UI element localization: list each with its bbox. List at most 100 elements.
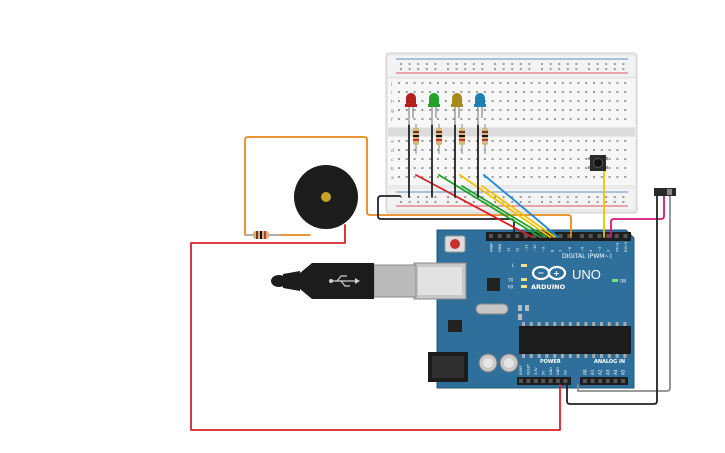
power-rail-hole[interactable]	[472, 201, 475, 203]
breadboard-hole[interactable]	[616, 100, 619, 102]
breadboard-hole[interactable]	[577, 149, 580, 151]
breadboard-hole[interactable]	[483, 176, 486, 178]
breadboard-hole[interactable]	[600, 176, 603, 178]
red-return-wire[interactable]	[190, 224, 561, 431]
power-rail-hole[interactable]	[549, 196, 552, 198]
breadboard-hole[interactable]	[585, 118, 588, 120]
breadboard-hole[interactable]	[522, 167, 525, 169]
breadboard-hole[interactable]	[616, 91, 619, 93]
power-rail-hole[interactable]	[400, 68, 402, 70]
breadboard-hole[interactable]	[429, 109, 432, 111]
power-rail-hole[interactable]	[408, 63, 411, 65]
breadboard-hole[interactable]	[561, 82, 564, 84]
breadboard-hole[interactable]	[405, 91, 408, 93]
breadboard-hole[interactable]	[452, 167, 455, 169]
breadboard-hole[interactable]	[561, 140, 564, 142]
breadboard-hole[interactable]	[452, 109, 455, 111]
breadboard-hole[interactable]	[624, 140, 627, 142]
power-rail-hole[interactable]	[455, 68, 458, 70]
breadboard-hole[interactable]	[421, 91, 424, 93]
breadboard-hole[interactable]	[476, 149, 478, 151]
breadboard-hole[interactable]	[468, 176, 471, 178]
breadboard-hole[interactable]	[608, 82, 611, 84]
breadboard-hole[interactable]	[452, 149, 455, 151]
breadboard-hole[interactable]	[413, 118, 416, 120]
breadboard-hole[interactable]	[624, 158, 627, 160]
breadboard-hole[interactable]	[530, 167, 533, 169]
power-rail-hole[interactable]	[575, 196, 578, 198]
breadboard-hole[interactable]	[577, 82, 580, 84]
breadboard-hole[interactable]	[593, 82, 595, 84]
breadboard-hole[interactable]	[491, 109, 494, 111]
breadboard-hole[interactable]	[452, 91, 455, 93]
breadboard-hole[interactable]	[585, 176, 588, 178]
power-pin-hole[interactable]	[548, 379, 553, 383]
breadboard-hole[interactable]	[507, 167, 510, 169]
power-rail-hole[interactable]	[566, 201, 569, 203]
power-rail-hole[interactable]	[400, 196, 402, 198]
breadboard-hole[interactable]	[538, 140, 541, 142]
breadboard-hole[interactable]	[460, 167, 463, 169]
breadboard-hole[interactable]	[421, 82, 424, 84]
breadboard-hole[interactable]	[546, 149, 549, 151]
digital-pin-hole[interactable]	[523, 234, 528, 238]
power-rail-hole[interactable]	[494, 63, 496, 65]
breadboard-hole[interactable]	[530, 82, 533, 84]
analog-pin-hole[interactable]	[598, 379, 603, 383]
breadboard-hole[interactable]	[530, 109, 533, 111]
breadboard-hole[interactable]	[444, 82, 447, 84]
breadboard-hole[interactable]	[624, 100, 627, 102]
breadboard-hole[interactable]	[616, 140, 619, 142]
gray-switch-wire[interactable]	[577, 195, 671, 392]
breadboard-hole[interactable]	[569, 140, 572, 142]
red-led-signal-wire[interactable]	[415, 174, 533, 238]
breadboard-hole[interactable]	[429, 158, 432, 160]
breadboard-hole[interactable]	[577, 118, 580, 120]
power-rail-hole[interactable]	[481, 196, 484, 198]
breadboard-hole[interactable]	[593, 176, 595, 178]
breadboard-hole[interactable]	[483, 82, 486, 84]
black-switch-wire[interactable]	[566, 195, 658, 405]
power-rail-hole[interactable]	[605, 68, 608, 70]
breadboard-hole[interactable]	[608, 158, 611, 160]
push-button[interactable]	[588, 155, 608, 171]
power-rail-hole[interactable]	[434, 196, 437, 198]
breadboard-hole[interactable]	[585, 149, 588, 151]
breadboard-hole[interactable]	[483, 118, 486, 120]
breadboard-hole[interactable]	[413, 158, 416, 160]
breadboard-hole[interactable]	[413, 82, 416, 84]
power-rail-hole[interactable]	[511, 63, 514, 65]
breadboard-hole[interactable]	[624, 109, 627, 111]
breadboard-hole[interactable]	[405, 118, 408, 120]
yellow-led-signal-wire[interactable]	[459, 174, 551, 238]
breadboard-hole[interactable]	[616, 176, 619, 178]
power-rail-hole[interactable]	[613, 68, 616, 70]
power-rail-hole[interactable]	[408, 201, 411, 203]
breadboard-hole[interactable]	[530, 176, 533, 178]
power-rail-hole[interactable]	[519, 201, 522, 203]
breadboard-hole[interactable]	[413, 176, 416, 178]
digital-pin-hole[interactable]	[497, 234, 502, 238]
breadboard-hole[interactable]	[530, 118, 533, 120]
breadboard-hole[interactable]	[600, 100, 603, 102]
breadboard-hole[interactable]	[437, 167, 439, 169]
breadboard-hole[interactable]	[577, 109, 580, 111]
breadboard-hole[interactable]	[499, 118, 502, 120]
breadboard-hole[interactable]	[585, 91, 588, 93]
breadboard-hole[interactable]	[515, 140, 517, 142]
power-rail-hole[interactable]	[528, 201, 531, 203]
breadboard-hole[interactable]	[515, 158, 517, 160]
breadboard-hole[interactable]	[585, 158, 588, 160]
breadboard-hole[interactable]	[546, 167, 549, 169]
power-rail-hole[interactable]	[605, 63, 608, 65]
yellow-led-signal-wire-2[interactable]	[481, 185, 556, 238]
analog-pin-hole[interactable]	[605, 379, 610, 383]
power-rail-hole[interactable]	[502, 68, 505, 70]
reset-button-cap[interactable]	[450, 239, 460, 249]
breadboard-hole[interactable]	[491, 158, 494, 160]
breadboard-hole[interactable]	[561, 167, 564, 169]
breadboard-hole[interactable]	[569, 91, 572, 93]
breadboard-hole[interactable]	[561, 158, 564, 160]
breadboard-hole[interactable]	[460, 158, 463, 160]
power-pin-hole[interactable]	[556, 379, 560, 383]
